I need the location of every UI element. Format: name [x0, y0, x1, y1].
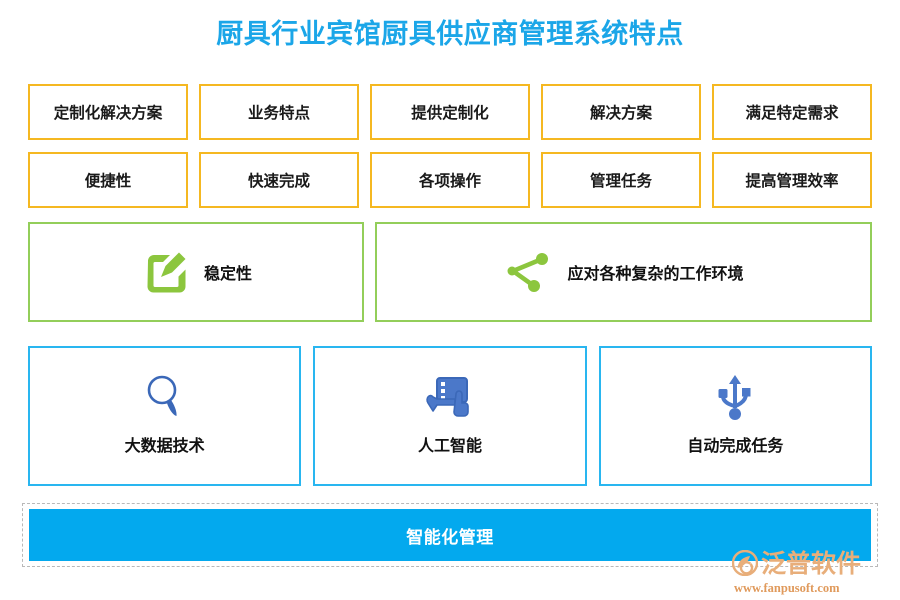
- feature-box[interactable]: 提供定制化: [370, 84, 530, 140]
- tablet-touch-icon: [424, 372, 476, 424]
- feature-box[interactable]: 业务特点: [199, 84, 359, 140]
- feature-label: 稳定性: [203, 266, 252, 283]
- feature-label: 自动完成任务: [687, 438, 784, 455]
- feature-label: 解决方案: [589, 105, 652, 122]
- magnifier-icon: [140, 372, 190, 424]
- feature-box[interactable]: 定制化解决方案: [28, 84, 188, 140]
- feature-box[interactable]: 便捷性: [28, 152, 188, 208]
- feature-box[interactable]: 快速完成: [199, 152, 359, 208]
- bottom-bar[interactable]: 智能化管理: [29, 509, 871, 561]
- feature-label: 大数据技术: [124, 438, 205, 455]
- feature-label: 管理任务: [589, 173, 652, 190]
- usb-icon: [712, 372, 758, 424]
- feature-box-bigdata[interactable]: 大数据技术: [28, 346, 302, 486]
- feature-row-green: 稳定性 应对各种复杂的工作环境: [28, 222, 872, 322]
- edit-pencil-icon: [140, 247, 190, 297]
- feature-label: 便捷性: [84, 173, 132, 190]
- bottom-bar-container: 智能化管理: [22, 503, 878, 567]
- feature-box[interactable]: 提高管理效率: [712, 152, 872, 208]
- feature-box-environment[interactable]: 应对各种复杂的工作环境: [375, 222, 872, 322]
- page-title: 厨具行业宾馆厨具供应商管理系统特点: [216, 19, 684, 49]
- feature-label: 提供定制化: [411, 105, 489, 122]
- feature-box-automation[interactable]: 自动完成任务: [598, 346, 872, 486]
- feature-label: 人工智能: [417, 438, 482, 455]
- feature-label: 业务特点: [247, 105, 310, 122]
- feature-box-ai[interactable]: 人工智能: [313, 346, 587, 486]
- feature-label: 提高管理效率: [745, 173, 839, 190]
- feature-row-blue: 大数据技术 人工智能 自动完成任务: [28, 346, 872, 486]
- feature-label: 应对各种复杂的工作环境: [567, 266, 744, 283]
- feature-row-yellow-2: 便捷性 快速完成 各项操作 管理任务 提高管理效率: [28, 152, 872, 208]
- watermark-url: www.fanpusoft.com: [734, 580, 840, 595]
- share-nodes-icon: [503, 247, 553, 297]
- feature-label: 定制化解决方案: [53, 105, 163, 122]
- feature-box[interactable]: 解决方案: [541, 84, 701, 140]
- feature-label: 快速完成: [247, 173, 310, 190]
- bottom-bar-label: 智能化管理: [406, 527, 494, 547]
- feature-row-yellow-1: 定制化解决方案 业务特点 提供定制化 解决方案 满足特定需求: [28, 84, 872, 140]
- feature-label: 各项操作: [418, 173, 481, 190]
- feature-box[interactable]: 各项操作: [370, 152, 530, 208]
- feature-box[interactable]: 管理任务: [541, 152, 701, 208]
- feature-box[interactable]: 满足特定需求: [712, 84, 872, 140]
- feature-box-stability[interactable]: 稳定性: [28, 222, 364, 322]
- feature-label: 满足特定需求: [745, 105, 839, 122]
